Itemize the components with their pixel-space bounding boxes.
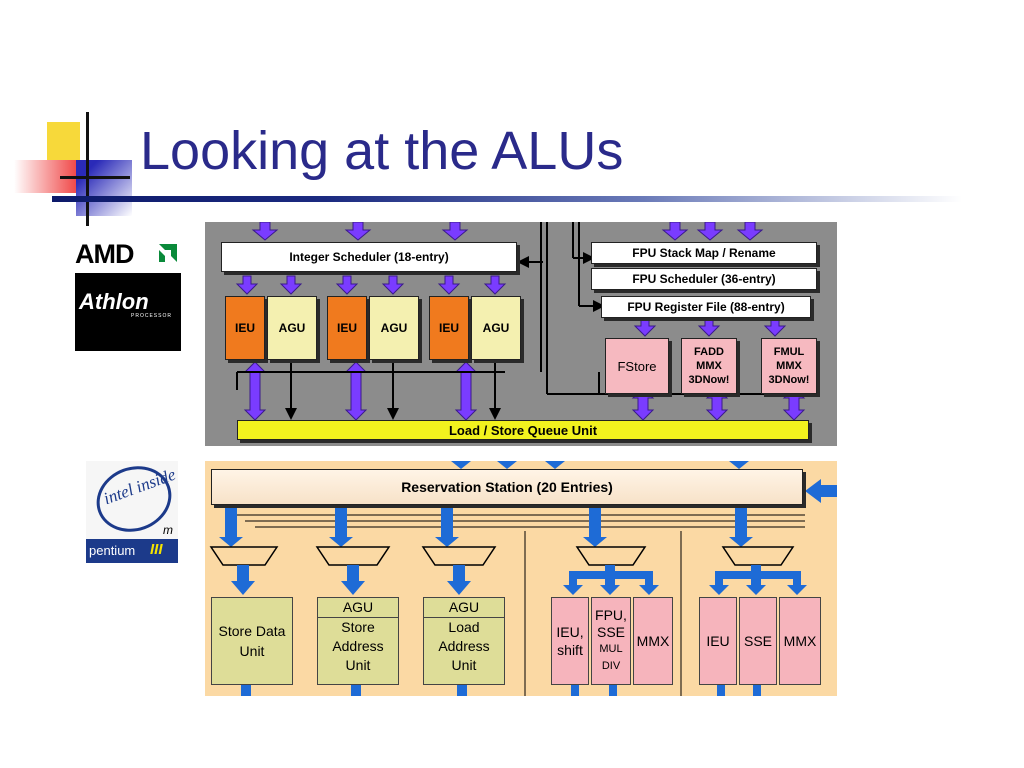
- agu-store-line-1: Store: [341, 619, 375, 635]
- intel-arrows-layer: [209, 461, 837, 696]
- fadd-mmx-label: MMX: [696, 360, 722, 372]
- reservation-station: Reservation Station (20 Entries): [211, 469, 803, 505]
- deco-vertical-line: [86, 112, 89, 226]
- pentium-text: pentium: [89, 543, 136, 558]
- load-store-queue: Load / Store Queue Unit: [237, 420, 809, 440]
- port0-shift-label: shift: [557, 642, 583, 658]
- fadd-3dnow-label: 3DNow!: [688, 374, 730, 386]
- port1-sse: SSE: [739, 597, 777, 685]
- agu-store-line-2: Address: [332, 638, 384, 654]
- port1-mmx: MMX: [779, 597, 821, 685]
- fpu-stack-map: FPU Stack Map / Rename: [591, 242, 817, 264]
- fadd-unit: FADD MMX 3DNow!: [681, 338, 737, 394]
- agu-load-address-unit: AGU Load Address Unit: [423, 597, 505, 685]
- agu-load-line-1: Load: [448, 619, 480, 635]
- store-data-line-1: Store Data: [218, 623, 286, 639]
- fadd-label: FADD: [694, 346, 724, 358]
- amd-alu-diagram: Integer Scheduler (18-entry) IEU AGU IEU…: [205, 222, 837, 446]
- ieu-unit-1: IEU: [225, 296, 265, 360]
- port0-mmx: MMX: [633, 597, 673, 685]
- port1-ieu: IEU: [699, 597, 737, 685]
- port0-ieu-label: IEU,: [556, 624, 584, 640]
- amd-arrows-layer: [235, 222, 815, 421]
- fmul-3dnow-label: 3DNow!: [768, 374, 810, 386]
- pentium-bar: pentium III: [86, 539, 178, 563]
- agu-store-head: AGU: [318, 598, 398, 618]
- agu-store-address-unit: AGU Store Address Unit: [317, 597, 399, 685]
- agu-load-line-3: Unit: [451, 657, 477, 673]
- port0-div-label: DIV: [601, 660, 621, 672]
- ieu-unit-3: IEU: [429, 296, 469, 360]
- ieu-unit-2: IEU: [327, 296, 367, 360]
- port0-fpu-sse: FPU, SSE MUL DIV: [591, 597, 631, 685]
- store-data-unit: Store Data Unit: [211, 597, 293, 685]
- port0-ieu-shift: IEU, shift: [551, 597, 589, 685]
- pentium-version-text: III: [150, 541, 163, 558]
- agu-store-line-3: Unit: [345, 657, 371, 673]
- fmul-unit: FMUL MMX 3DNow!: [761, 338, 817, 394]
- slide-title: Looking at the ALUs: [140, 121, 624, 181]
- fpu-register-file: FPU Register File (88-entry): [601, 296, 811, 318]
- deco-yellow-square: [47, 122, 80, 162]
- agu-load-head: AGU: [424, 598, 504, 618]
- agu-load-line-2: Address: [438, 638, 490, 654]
- port0-sse-label: SSE: [596, 624, 625, 640]
- intel-alu-diagram: Reservation Station (20 Entries) Store D…: [205, 461, 837, 696]
- agu-unit-3: AGU: [471, 296, 521, 360]
- athlon-processor-text: PROCESSOR: [131, 313, 172, 319]
- fmul-mmx-label: MMX: [776, 360, 802, 372]
- integer-scheduler: Integer Scheduler (18-entry): [221, 242, 517, 272]
- amd-athlon-logo: AMD Athlon PROCESSOR: [75, 237, 181, 351]
- port0-mul-label: MUL: [599, 643, 623, 655]
- fpu-scheduler: FPU Scheduler (36-entry): [591, 268, 817, 290]
- fmul-label: FMUL: [773, 346, 805, 358]
- mobile-mark: m: [163, 523, 173, 537]
- deco-blue-square: [76, 160, 132, 216]
- athlon-text: Athlon: [79, 289, 149, 314]
- deco-horizontal-line: [60, 176, 130, 179]
- agu-unit-1: AGU: [267, 296, 317, 360]
- fstore-unit: FStore: [605, 338, 669, 394]
- amd-arrow-icon: [159, 244, 177, 262]
- athlon-badge: Athlon PROCESSOR: [75, 273, 181, 351]
- title-underline: [52, 196, 962, 202]
- store-data-line-2: Unit: [239, 643, 265, 659]
- amd-logo-text: AMD: [75, 239, 134, 269]
- port0-fpu-label: FPU,: [595, 607, 627, 623]
- intel-pentium-logo: intel inside m pentium III: [86, 455, 181, 563]
- agu-unit-2: AGU: [369, 296, 419, 360]
